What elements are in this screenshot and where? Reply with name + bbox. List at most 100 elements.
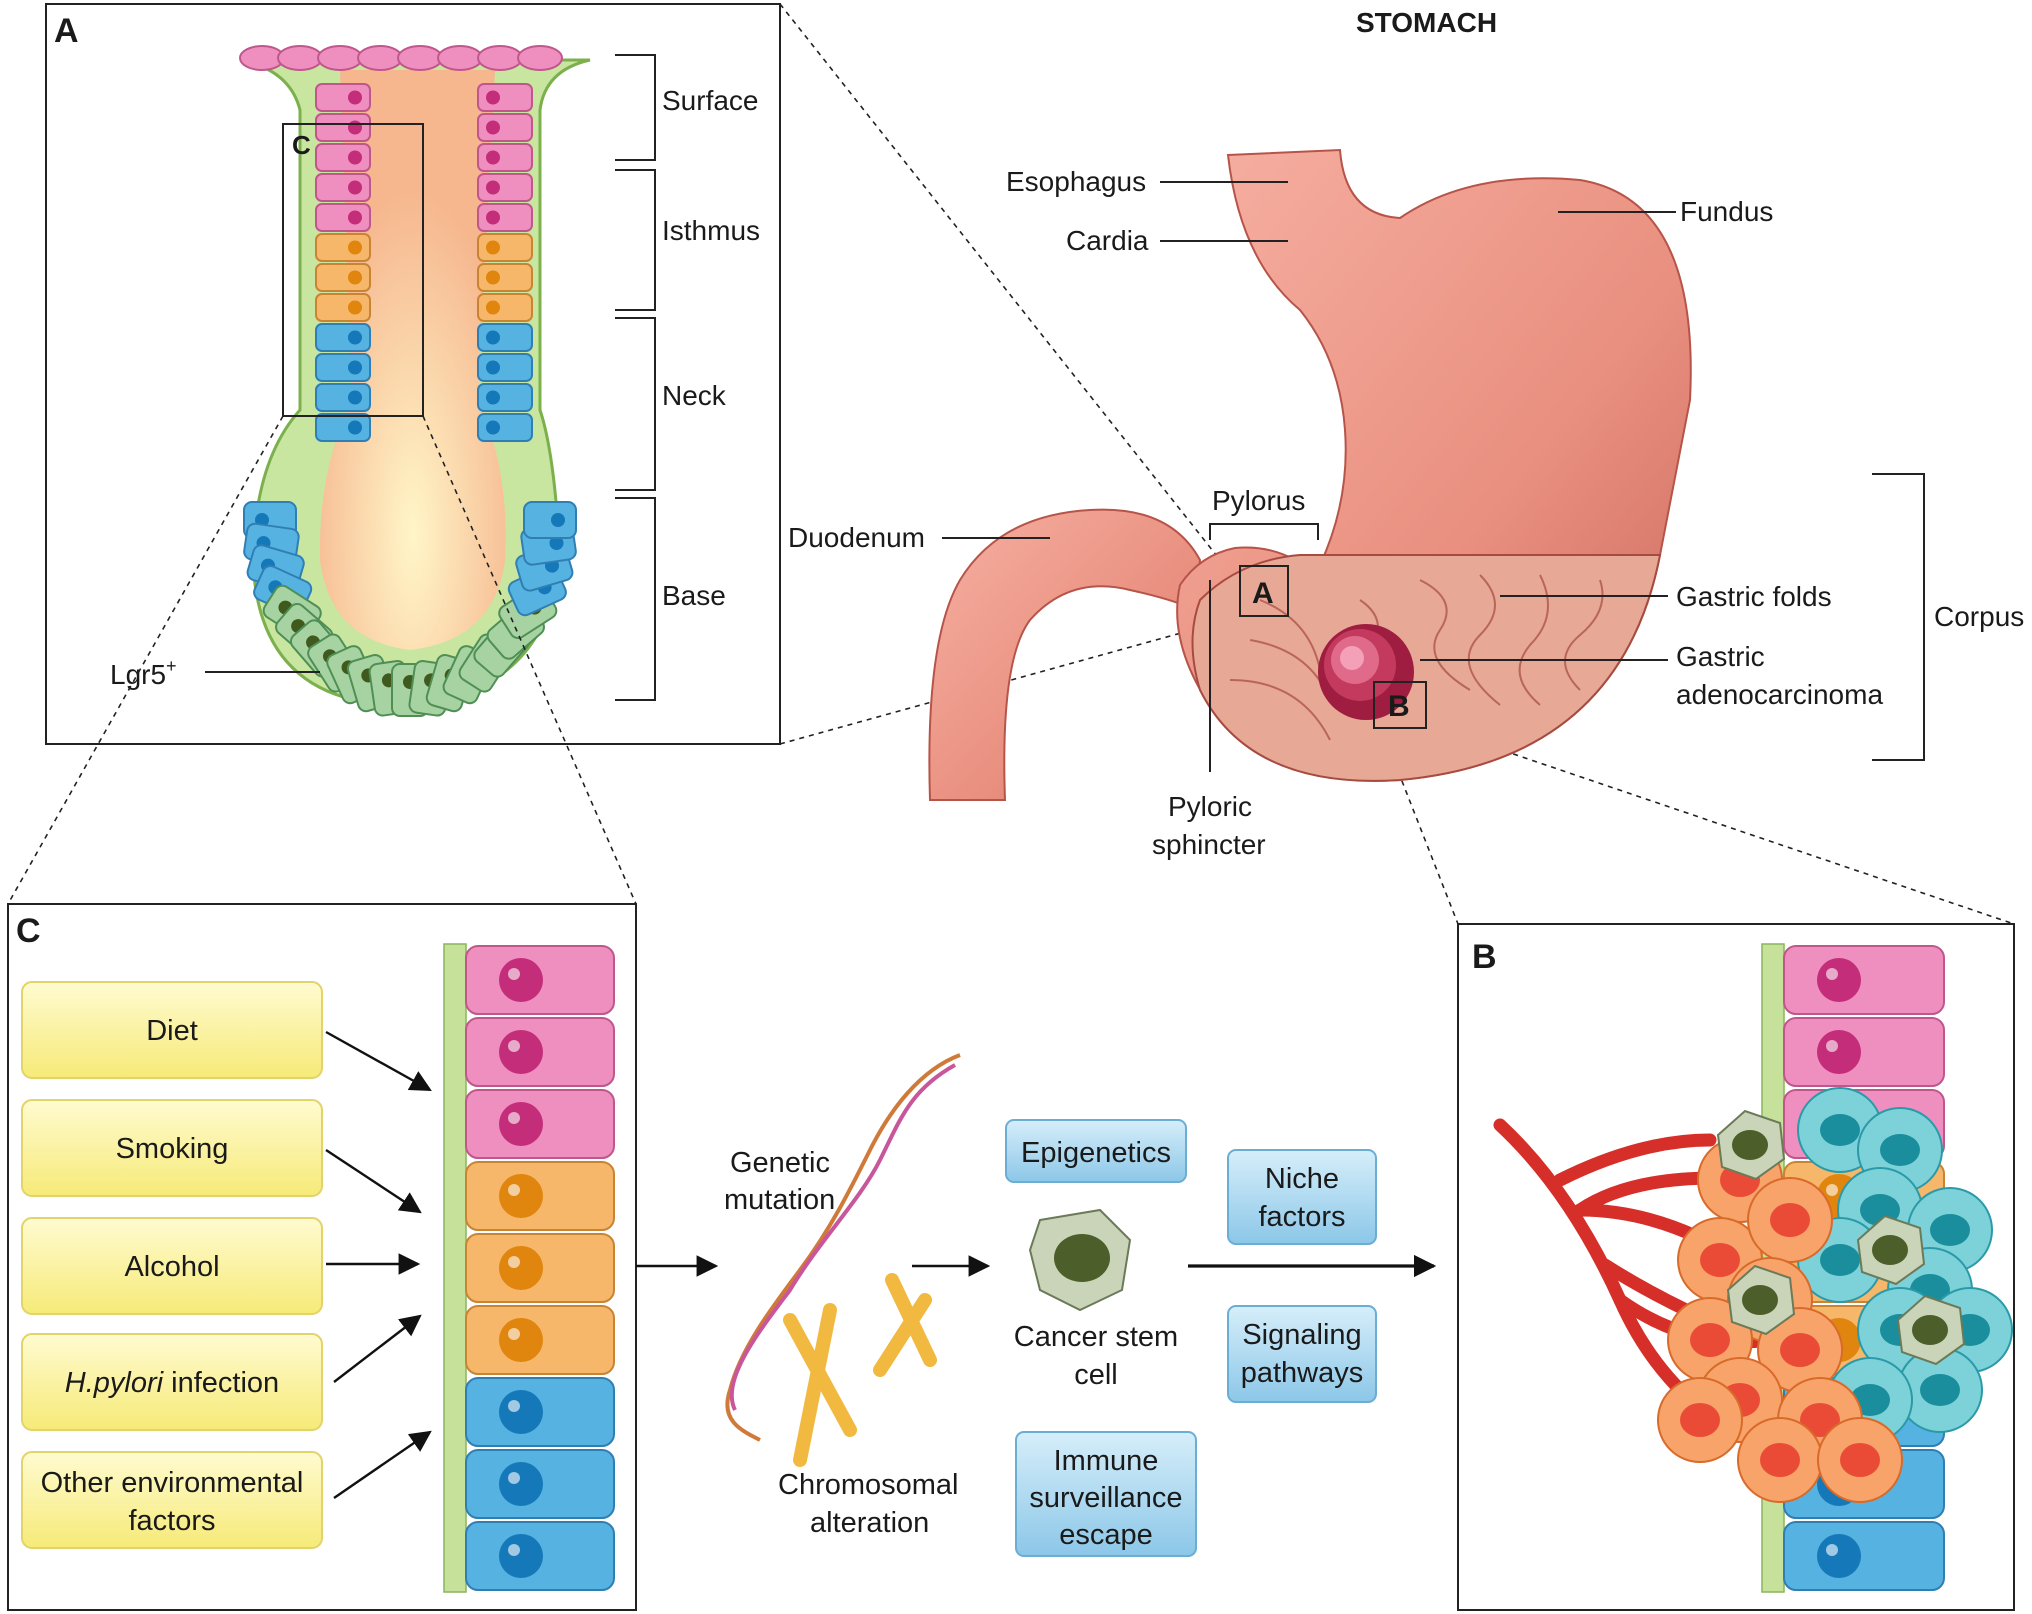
stomach-box-b-letter: B bbox=[1388, 690, 1410, 723]
epigenetics-box: Epigenetics bbox=[1005, 1119, 1187, 1183]
gland-base-blue-cell bbox=[523, 501, 577, 539]
corpus-label: Corpus bbox=[1934, 601, 2024, 632]
tumor-orange-cell bbox=[1657, 1377, 1743, 1463]
panel-b: B bbox=[1457, 923, 2015, 1611]
immune-label-line3: escape bbox=[1059, 1519, 1153, 1551]
esophagus-label: Esophagus bbox=[1006, 166, 1146, 197]
gland-right-orange-cell bbox=[477, 263, 533, 292]
column-b-pink-cell bbox=[1783, 945, 1945, 1015]
stomach-illustration: STOMACH Pylorus A bbox=[788, 7, 2024, 860]
gland-right-pink-cell bbox=[477, 113, 533, 142]
gland-right-cells bbox=[477, 83, 533, 442]
column-c-pink-cell bbox=[465, 945, 615, 1015]
gland-right-pink-cell bbox=[477, 143, 533, 172]
gland-left-blue-cell bbox=[315, 353, 371, 382]
signaling-label-line2: pathways bbox=[1241, 1357, 1364, 1389]
stomach-interior bbox=[1191, 554, 1662, 782]
gland-left-pink-cell bbox=[315, 173, 371, 202]
tumor-cell-cluster bbox=[1657, 1087, 2013, 1503]
genetic-label-line2: mutation bbox=[724, 1184, 835, 1216]
cancer-stem-cell bbox=[1896, 1294, 1966, 1366]
gland-right-blue-cell bbox=[477, 353, 533, 382]
gland-top-pink-cell bbox=[477, 45, 523, 71]
genetic-label-line1: Genetic bbox=[730, 1147, 830, 1179]
column-c-blue-cell bbox=[465, 1377, 615, 1447]
column-c-blue-cell bbox=[465, 1449, 615, 1519]
inset-box-c-letter: C bbox=[292, 130, 311, 160]
gland-top-pink-cell bbox=[517, 45, 563, 71]
pyloric-label-line1: Pyloric bbox=[1168, 791, 1252, 822]
zone-neck: Neck bbox=[662, 380, 727, 411]
gland-right-blue-cell bbox=[477, 323, 533, 352]
cardia-label: Cardia bbox=[1066, 225, 1149, 256]
gland-top-pink-cell bbox=[317, 45, 363, 71]
chromo-label-line1: Chromosomal bbox=[778, 1469, 959, 1501]
gland-left-cells bbox=[315, 83, 371, 442]
risk-factor-box: H.pylori infection bbox=[21, 1333, 323, 1431]
immune-label-line1: Immune bbox=[1054, 1445, 1159, 1477]
gland-left-orange-cell bbox=[315, 293, 371, 322]
column-c-pink-cell bbox=[465, 1017, 615, 1087]
risk-factor-box: Alcohol bbox=[21, 1217, 323, 1315]
panel-a: A C Surface Isthmus Neck Base Lgr5+ bbox=[45, 3, 781, 745]
risk-factor-label: Diet bbox=[146, 1015, 198, 1047]
gland-surface-cells bbox=[239, 45, 563, 71]
risk-factor-label: Alcohol bbox=[124, 1251, 219, 1283]
cancer-stem-cell-icon bbox=[1028, 1208, 1132, 1312]
gastric-label-line1: Gastric bbox=[1676, 641, 1765, 672]
column-c-pink-cell bbox=[465, 1089, 615, 1159]
column-c-orange-cell bbox=[465, 1305, 615, 1375]
figure-title: STOMACH bbox=[1356, 7, 1497, 38]
cancer-stem-cell bbox=[1726, 1264, 1796, 1336]
panel-c-letter: C bbox=[16, 912, 41, 950]
gastric-label-line2: adenocarcinoma bbox=[1676, 679, 1883, 710]
gland-top-pink-cell bbox=[277, 45, 323, 71]
zone-surface: Surface bbox=[662, 85, 759, 116]
gland-top-pink-cell bbox=[357, 45, 403, 71]
duodenum-shape bbox=[928, 508, 1202, 801]
risk-factor-label: Smoking bbox=[116, 1133, 229, 1165]
fundus-label: Fundus bbox=[1680, 196, 1773, 227]
inset-box-c bbox=[282, 123, 424, 417]
column-c-orange-cell bbox=[465, 1161, 615, 1231]
risk-factor-box: Diet bbox=[21, 981, 323, 1079]
zone-brackets bbox=[615, 54, 656, 701]
gland-left-pink-cell bbox=[315, 143, 371, 172]
pylorus-label: Pylorus bbox=[1212, 485, 1305, 516]
immune-label-line2: surveillance bbox=[1029, 1482, 1182, 1514]
niche-label-line1: Niche bbox=[1265, 1163, 1339, 1195]
tumor-orange-cell bbox=[1757, 1307, 1843, 1393]
chromo-label-line2: alteration bbox=[810, 1507, 929, 1539]
signaling-label-line1: Signaling bbox=[1242, 1319, 1361, 1351]
gland-right-blue-cell bbox=[477, 413, 533, 442]
immune-box: Immune surveillance escape bbox=[1015, 1431, 1197, 1557]
signaling-box: Signaling pathways bbox=[1227, 1305, 1377, 1403]
cancer-stem-cell bbox=[1856, 1214, 1926, 1286]
gland-right-pink-cell bbox=[477, 83, 533, 112]
tumor-orange-cell bbox=[1747, 1177, 1833, 1263]
gland-left-blue-cell bbox=[315, 323, 371, 352]
gland-top-pink-cell bbox=[437, 45, 483, 71]
zone-isthmus: Isthmus bbox=[662, 215, 760, 246]
gland-left-pink-cell bbox=[315, 83, 371, 112]
gland-left-blue-cell bbox=[315, 383, 371, 412]
gland-right-pink-cell bbox=[477, 203, 533, 232]
duodenum-label: Duodenum bbox=[788, 522, 925, 553]
lgr5-label: Lgr5+ bbox=[110, 656, 177, 690]
csc-label-line1: Cancer stem bbox=[1014, 1321, 1178, 1353]
gland-left-blue-cell bbox=[315, 413, 371, 442]
gland-left-orange-cell bbox=[315, 263, 371, 292]
gland-top-pink-cell bbox=[397, 45, 443, 71]
panel-b-letter: B bbox=[1472, 938, 1497, 976]
column-b-blue-cell bbox=[1783, 1521, 1945, 1591]
gland-right-blue-cell bbox=[477, 383, 533, 412]
niche-factors-box: Niche factors bbox=[1227, 1149, 1377, 1245]
stomach-box-b bbox=[1373, 681, 1427, 729]
column-c-orange-cell bbox=[465, 1233, 615, 1303]
tumor-orange-cell bbox=[1817, 1417, 1903, 1503]
zone-base: Base bbox=[662, 580, 726, 611]
gland-left-pink-cell bbox=[315, 113, 371, 142]
